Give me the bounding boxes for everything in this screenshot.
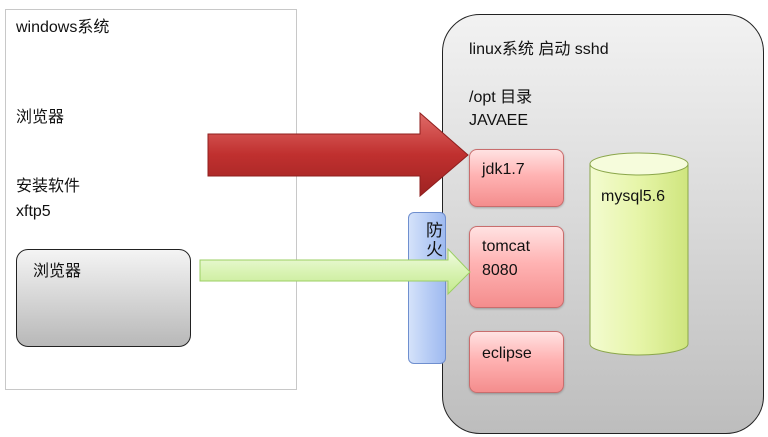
windows-browser-label: 浏览器 <box>16 109 65 126</box>
tomcat-label: tomcat <box>482 238 531 255</box>
firewall-box: 防火墙 <box>408 212 446 364</box>
opt-directory-label: /opt 目录 <box>469 89 533 106</box>
tomcat-port-label: 8080 <box>482 262 518 279</box>
javaee-label: JAVAEE <box>469 112 528 129</box>
tomcat-box: tomcat 8080 <box>469 226 564 308</box>
linux-title: linux系统 启动 sshd <box>469 41 609 58</box>
windows-title: windows系统 <box>16 19 110 36</box>
windows-browser-box: 浏览器 <box>16 249 191 347</box>
mysql-database-cylinder <box>589 152 689 356</box>
xftp-label: xftp5 <box>16 203 51 220</box>
eclipse-box: eclipse <box>469 331 564 393</box>
jdk-box: jdk1.7 <box>469 149 564 207</box>
install-software-label: 安装软件 <box>16 178 81 195</box>
jdk-label: jdk1.7 <box>482 161 525 178</box>
mysql-label: mysql5.6 <box>601 188 666 205</box>
windows-browser-box-label: 浏览器 <box>33 263 82 280</box>
red-arrow-icon <box>207 112 469 198</box>
green-arrow-icon <box>199 248 471 296</box>
eclipse-label: eclipse <box>482 345 532 362</box>
